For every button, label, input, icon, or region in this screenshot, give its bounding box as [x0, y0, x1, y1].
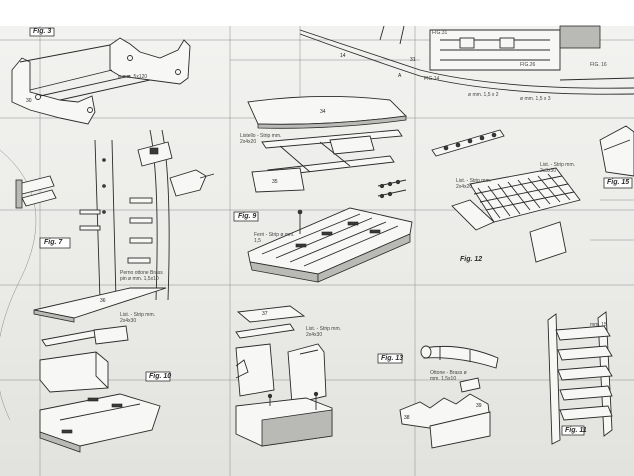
crate-drawing	[235, 305, 333, 447]
fig9-label: Fig. 9	[238, 213, 257, 220]
fig7-label: Fig. 7	[44, 239, 63, 246]
hull-profile-drawing	[299, 25, 634, 95]
callout-strip-fig12: List. - Strip mm. 2x4x20	[456, 178, 492, 190]
fig15-label: Fig. 15	[607, 179, 630, 186]
part-number-31: 31	[410, 57, 416, 63]
fig10-label: Fig. 10	[149, 373, 172, 380]
fig7-hinge-drawing	[15, 129, 215, 301]
fig12-grating-drawing	[431, 125, 634, 263]
fig14-label: FIG.14	[424, 76, 440, 82]
fig13-label: Fig. 13	[381, 355, 404, 362]
fig10-box	[145, 371, 171, 382]
fig3-frame-drawing	[11, 27, 191, 125]
top-margin	[0, 0, 634, 26]
fig11-box	[561, 425, 585, 436]
fig3-label: Fig. 3	[33, 28, 52, 35]
fig13-box	[377, 353, 403, 364]
part-number-39: 39	[476, 403, 482, 409]
fig12-label: Fig. 12	[460, 256, 483, 263]
fig13-cannon-drawing	[377, 345, 499, 449]
part-number-36: 36	[100, 298, 106, 304]
part-number-14: 14	[340, 53, 346, 59]
fig11-label: Fig. 11	[565, 427, 587, 434]
fig31-label: FIG.31	[432, 30, 448, 36]
fig3-box	[29, 27, 55, 37]
callout-strip-mid: List. - Strip mm. 2x4x30	[306, 326, 342, 338]
fig16-label: FIG. 16	[590, 62, 607, 68]
callout-diameter-b: ø mm. 1,5 x 3	[520, 96, 551, 102]
callout-rod-diameter: ø mm. 5x120	[118, 74, 148, 80]
deck-beam-drawing	[247, 96, 407, 193]
part-number-34: 34	[320, 109, 326, 115]
part-number-30: 30	[26, 98, 32, 104]
fig9-hatch-drawing	[233, 179, 413, 283]
callout-strip-fig10: List. - Strip mm. 2x4x30	[120, 312, 156, 324]
callout-brass: Ottone - Brass ø mm. 1,5x10	[430, 370, 467, 382]
part-number-37: 37	[262, 311, 268, 317]
callout-diameter-a: ø mm. 1,5 x 2	[468, 92, 499, 98]
fig7-box	[39, 237, 71, 249]
part-letter-a: A	[398, 73, 402, 79]
part-number-38: 38	[404, 415, 410, 421]
part-number-35: 35	[272, 179, 278, 185]
callout-strip-top: Listello - Strip mm. 2x4x20	[240, 133, 282, 145]
fig9-box	[233, 211, 259, 222]
fig15-box	[603, 177, 633, 189]
fig10-box-drawing	[33, 287, 171, 453]
callout-iron-strip: Ferri - Strip ø mm. 1,5	[254, 232, 295, 244]
fig26-label: FIG.26	[520, 62, 536, 68]
callout-brass-pin: Perno ottone Brass pin ø mm. 1,5x10	[120, 270, 163, 282]
callout-strip-fig12b: List. - Strip mm. 2x3x30	[540, 162, 576, 174]
callout-mm15: mm. 15	[590, 322, 607, 328]
fig11-ladder-drawing	[547, 311, 613, 445]
